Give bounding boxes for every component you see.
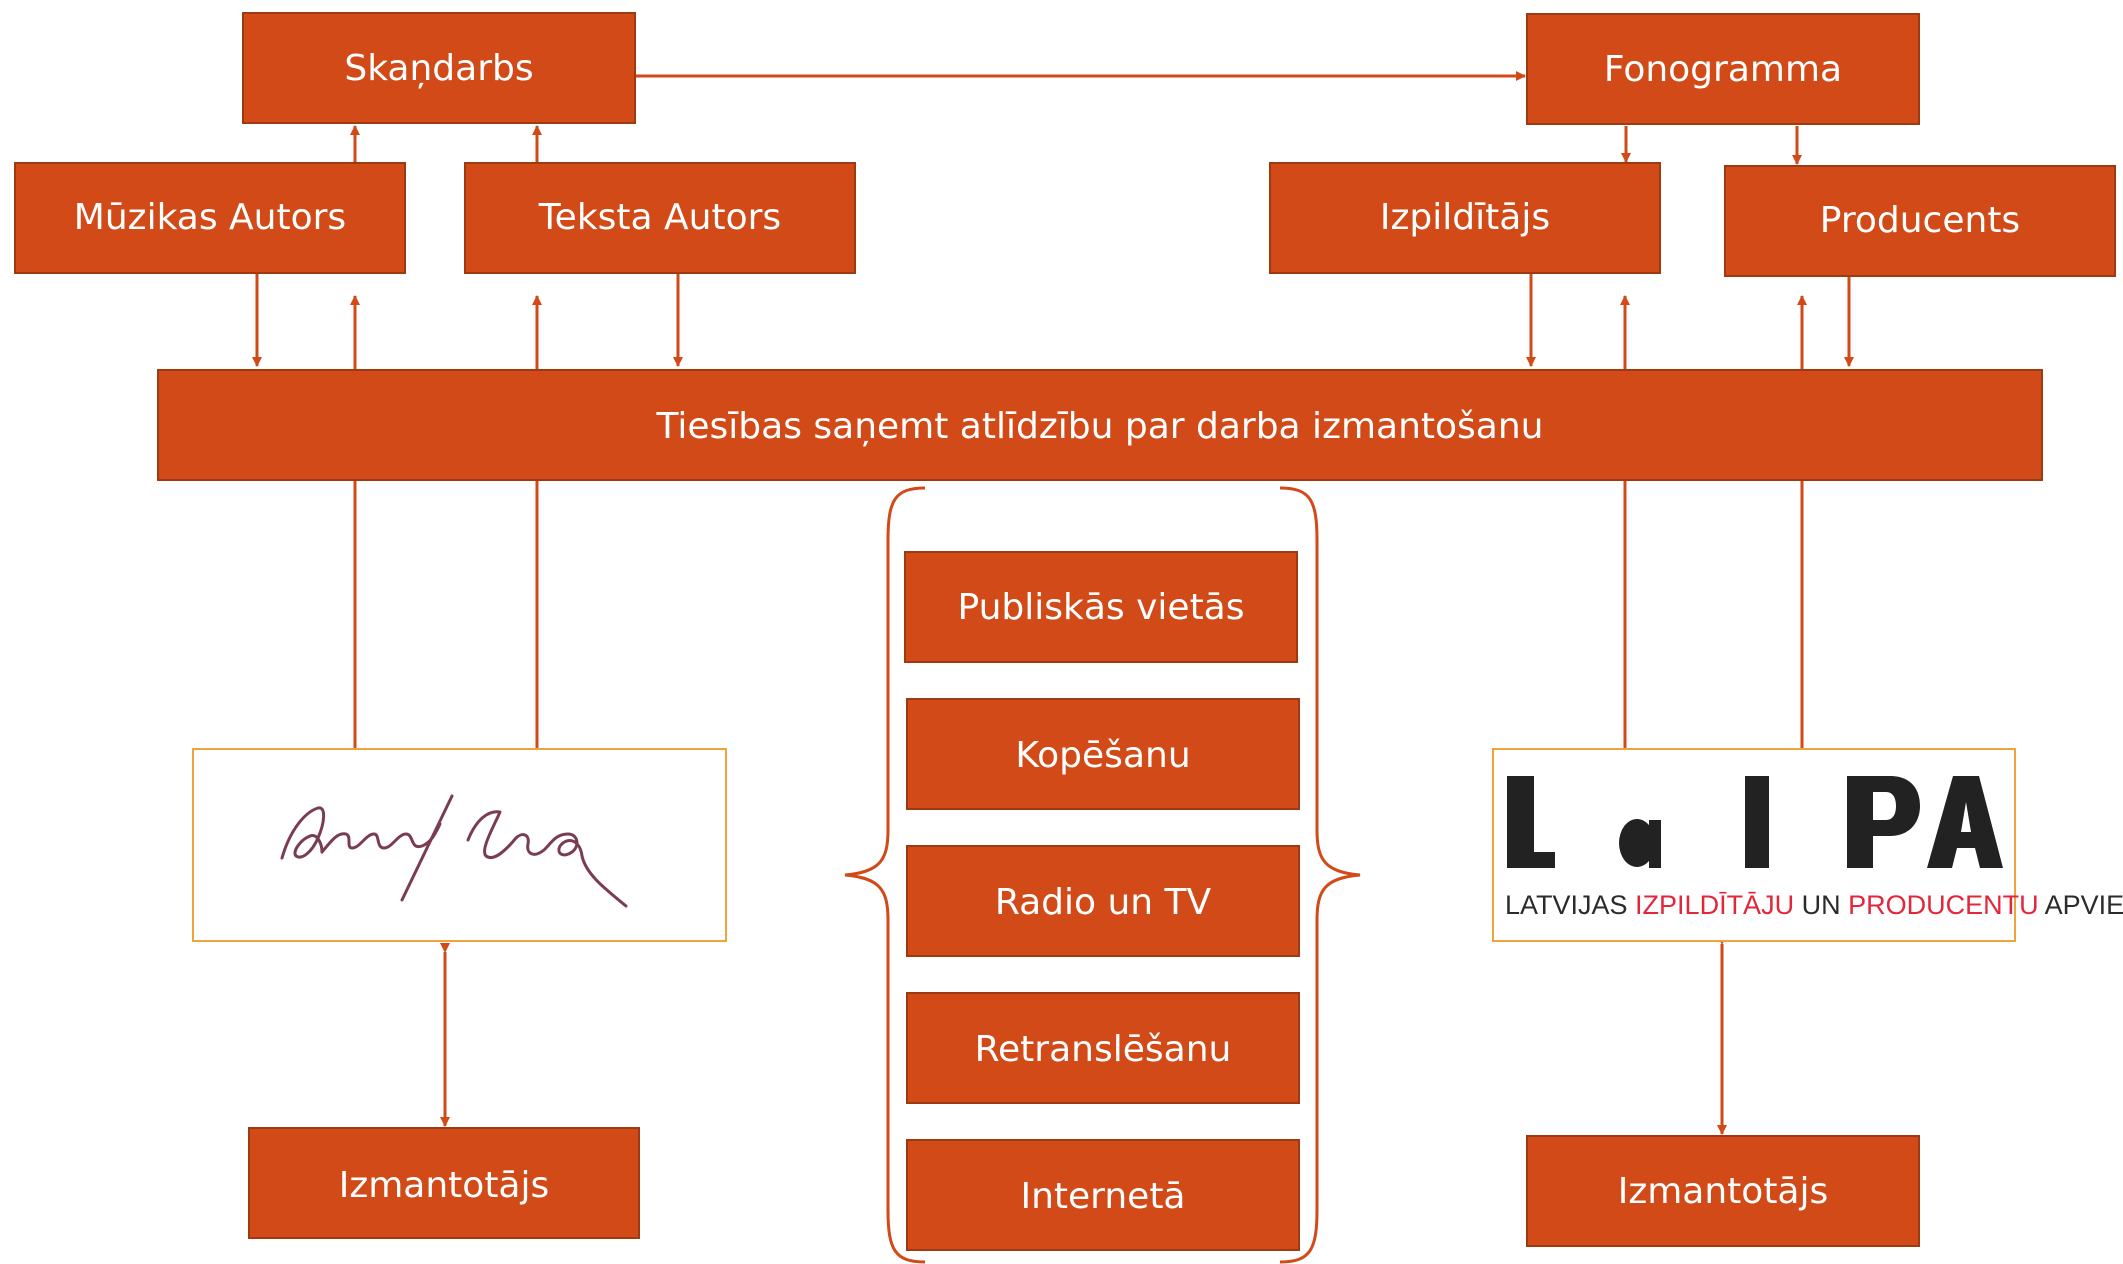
akka-laa-signature-image	[280, 794, 628, 908]
laipa-letter-a	[1927, 776, 2003, 868]
laipa-subtitle-part: APVIENĪBA	[2045, 890, 2123, 920]
node-izpilditajs-label: Izpildītājs	[1380, 197, 1550, 238]
node-izmantotajs-left: Izmantotājs	[248, 1127, 640, 1239]
usage-item-label: Radio un TV	[995, 882, 1212, 923]
right-brace	[1279, 486, 1361, 1264]
laipa-subtitle-part: PRODUCENTU	[1848, 890, 2039, 920]
laipa-letter-i	[1745, 776, 1769, 868]
node-fonogramma: Fonogramma	[1526, 13, 1920, 125]
laipa-subtitle-part: LATVIJAS	[1505, 890, 1635, 920]
node-skandarbs-label: Skaņdarbs	[344, 48, 533, 89]
node-izmantotajs-right-label: Izmantotājs	[1618, 1171, 1829, 1212]
usage-item-label: Kopēšanu	[1015, 735, 1190, 776]
laipa-logo: LATVIJAS IZPILDĪTĀJU UN PRODUCENTU APVIE…	[1492, 748, 2123, 942]
laipa-subtitle-part: UN	[1802, 890, 1849, 920]
node-producents: Producents	[1724, 165, 2116, 277]
laipa-logo-letters	[1507, 776, 2003, 868]
node-muzikas-autors-label: Mūzikas Autors	[74, 197, 346, 238]
node-izmantotajs-left-label: Izmantotājs	[339, 1165, 550, 1206]
usage-item-label: Publiskās vietās	[958, 587, 1245, 628]
node-teksta-autors: Teksta Autors	[464, 162, 856, 274]
usage-item-label: Internetā	[1020, 1176, 1185, 1217]
node-producents-label: Producents	[1820, 200, 2020, 241]
node-skandarbs: Skaņdarbs	[242, 12, 636, 124]
node-izmantotajs-right: Izmantotājs	[1526, 1135, 1920, 1247]
usage-item-interneta: Internetā	[906, 1139, 1300, 1251]
usage-brace-group	[844, 486, 1361, 1264]
laipa-subtitle-part: IZPILDĪTĀJU	[1635, 890, 1794, 920]
akka-laa-logo	[192, 748, 727, 942]
laipa-subtitle: LATVIJAS IZPILDĪTĀJU UN PRODUCENTU APVIE…	[1505, 890, 2123, 920]
node-tiesibas: Tiesības saņemt atlīdzību par darba izma…	[157, 369, 2043, 481]
usage-item-kopesanu: Kopēšanu	[906, 698, 1300, 810]
node-izpilditajs: Izpildītājs	[1269, 162, 1661, 274]
node-fonogramma-label: Fonogramma	[1604, 49, 1842, 90]
laipa-letter-p	[1847, 776, 1920, 868]
left-brace	[844, 486, 926, 1264]
usage-item-retranslesanu: Retranslēšanu	[906, 992, 1300, 1104]
laipa-letter-a-small-stem	[1649, 820, 1661, 868]
node-tiesibas-label: Tiesības saņemt atlīdzību par darba izma…	[655, 406, 1543, 447]
usage-item-publiskas-vietas: Publiskās vietās	[904, 551, 1298, 663]
laipa-letter-a-small-bowl	[1619, 819, 1655, 867]
node-teksta-autors-label: Teksta Autors	[538, 197, 781, 238]
node-muzikas-autors: Mūzikas Autors	[14, 162, 406, 274]
usage-item-radio-un-tv: Radio un TV	[906, 845, 1300, 957]
laipa-letter-l-foot	[1507, 852, 1555, 868]
usage-item-label: Retranslēšanu	[975, 1029, 1232, 1070]
